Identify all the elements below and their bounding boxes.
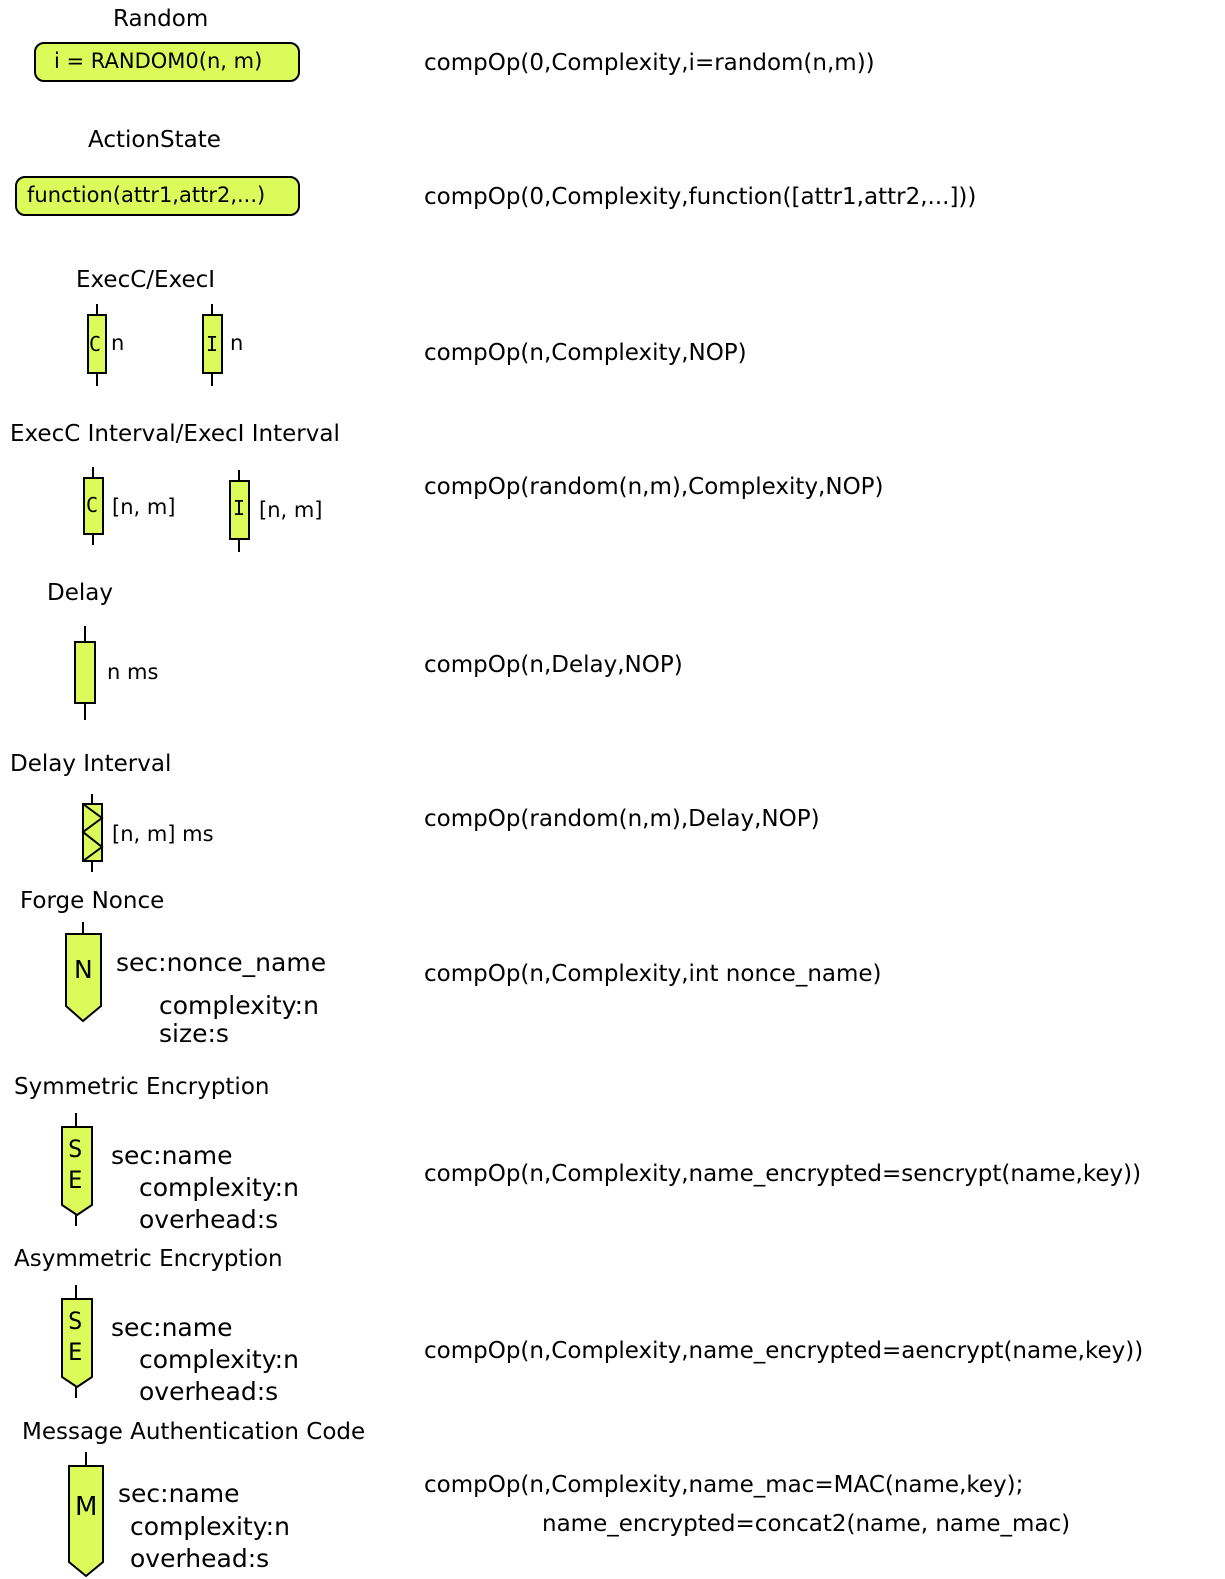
random-code: compOp(0,Complexity,i=random(n,m)): [424, 50, 875, 76]
random-box-label: i = RANDOM0(n, m): [54, 49, 263, 73]
mac-line2: complexity:n: [130, 1512, 290, 1541]
asymmetric-glyph-top: S: [68, 1307, 83, 1335]
forge-nonce-line1: sec:nonce_name: [116, 948, 327, 977]
random-box: [34, 42, 300, 82]
mac-line1: sec:name: [118, 1479, 240, 1508]
mac-line3: overhead:s: [130, 1544, 270, 1573]
delay-interval-bar: [81, 794, 104, 872]
forge-nonce-line3: size:s: [159, 1019, 229, 1048]
forge-nonce-shape: [65, 922, 102, 1023]
symmetric-encryption-shape: [61, 1113, 93, 1226]
mac-shape: [68, 1452, 104, 1578]
asymmetric-encryption-code: compOp(n,Complexity,name_encrypted=aencr…: [424, 1338, 1144, 1364]
exec-title: ExecC/ExecI: [76, 267, 216, 293]
exec-c-interval-glyph: C: [86, 493, 99, 517]
delay-interval-title: Delay Interval: [10, 751, 172, 777]
exec-c-interval-bar: [83, 467, 104, 545]
symmetric-encryption-title: Symmetric Encryption: [14, 1074, 270, 1100]
exec-i-interval-glyph: I: [233, 496, 246, 520]
symmetric-glyph-top: S: [68, 1135, 83, 1163]
symmetric-line3: overhead:s: [139, 1205, 279, 1234]
mac-glyph: M: [75, 1492, 98, 1522]
forge-nonce-line2: complexity:n: [159, 991, 319, 1020]
action-state-box: [15, 176, 300, 216]
exec-i-label: n: [230, 331, 244, 355]
delay-title: Delay: [47, 580, 113, 606]
delay-bar: [74, 626, 96, 720]
delay-interval-code: compOp(random(n,m),Delay,NOP): [424, 806, 820, 832]
forge-nonce-code: compOp(n,Complexity,int nonce_name): [424, 961, 882, 987]
mac-code-line2: name_encrypted=concat2(name, name_mac): [542, 1511, 1071, 1537]
forge-nonce-title: Forge Nonce: [20, 888, 165, 914]
exec-c-glyph: C: [89, 332, 102, 356]
symmetric-line2: complexity:n: [139, 1173, 299, 1202]
delay-code: compOp(n,Delay,NOP): [424, 652, 683, 678]
action-state-code: compOp(0,Complexity,function([attr1,attr…: [424, 184, 977, 210]
exec-i-interval-bar: [229, 470, 250, 552]
asymmetric-line1: sec:name: [111, 1313, 233, 1342]
mac-code-line1: compOp(n,Complexity,name_mac=MAC(name,ke…: [424, 1472, 1024, 1498]
exec-i-bar: [202, 304, 223, 386]
asymmetric-encryption-shape: [61, 1285, 93, 1398]
action-state-title: ActionState: [88, 127, 221, 153]
exec-code: compOp(n,Complexity,NOP): [424, 340, 747, 366]
exec-interval-title: ExecC Interval/ExecI Interval: [10, 421, 340, 447]
exec-i-interval-label: [n, m]: [259, 498, 323, 522]
forge-nonce-glyph: N: [74, 955, 93, 984]
exec-i-glyph: I: [206, 332, 219, 356]
random-title: Random: [113, 6, 209, 32]
delay-interval-label: [n, m] ms: [112, 822, 214, 846]
delay-label: n ms: [107, 660, 159, 684]
asymmetric-glyph-bottom: E: [68, 1338, 83, 1366]
mac-title: Message Authentication Code: [22, 1419, 366, 1445]
action-state-box-label: function(attr1,attr2,...): [27, 183, 266, 207]
exec-c-interval-label: [n, m]: [112, 495, 176, 519]
symmetric-encryption-code: compOp(n,Complexity,name_encrypted=sencr…: [424, 1161, 1142, 1187]
exec-c-bar: [87, 304, 107, 386]
symmetric-line1: sec:name: [111, 1141, 233, 1170]
exec-interval-code: compOp(random(n,m),Complexity,NOP): [424, 474, 884, 500]
asymmetric-line3: overhead:s: [139, 1377, 279, 1406]
asymmetric-line2: complexity:n: [139, 1345, 299, 1374]
asymmetric-encryption-title: Asymmetric Encryption: [14, 1246, 283, 1272]
exec-c-label: n: [111, 331, 125, 355]
symmetric-glyph-bottom: E: [68, 1166, 83, 1194]
